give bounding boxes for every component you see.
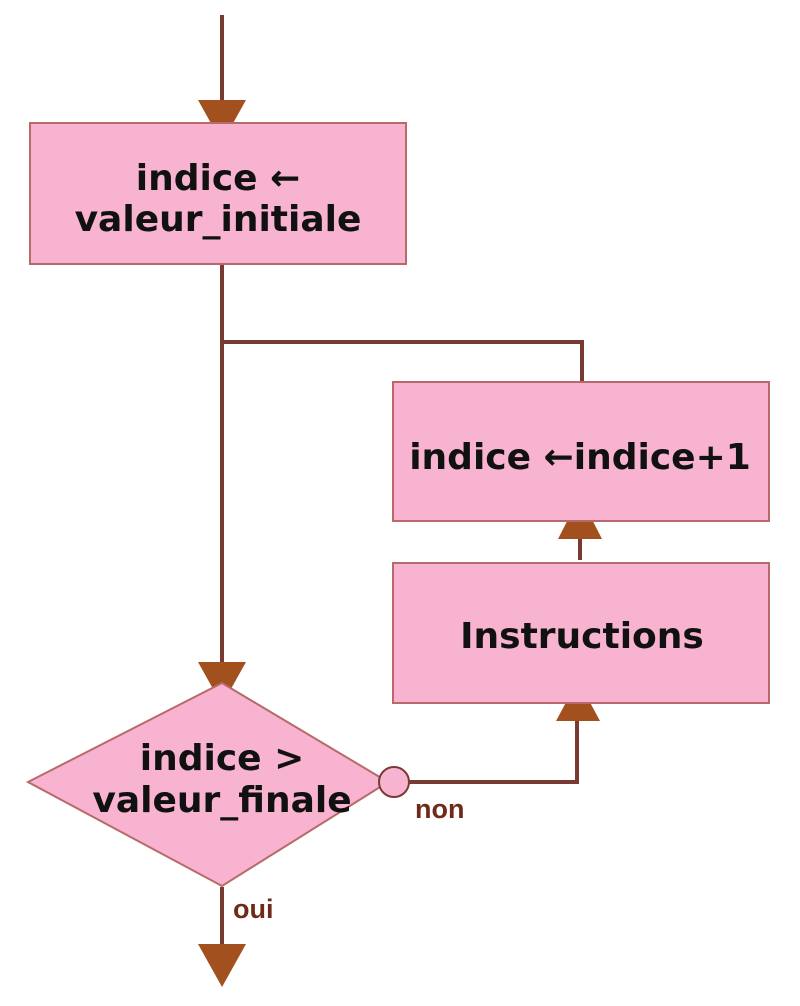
no-branch-label: non bbox=[415, 794, 464, 824]
condition-label-line2: valeur_finale bbox=[92, 780, 351, 821]
no-branch-line bbox=[409, 715, 579, 784]
connector-lines bbox=[220, 15, 584, 955]
init-label-line2: valeur_initiale bbox=[75, 199, 362, 240]
increment-box bbox=[392, 381, 770, 522]
negation-circle-icon bbox=[378, 766, 410, 798]
exit-arrow-icon bbox=[198, 944, 246, 987]
instructions-label: Instructions bbox=[460, 616, 704, 657]
init-node: indice ← valeur_initiale bbox=[29, 122, 407, 265]
entry-arrow-icon bbox=[198, 100, 246, 143]
loop-back-line bbox=[222, 340, 584, 382]
condition-diamond bbox=[25, 681, 390, 888]
yes-branch-label: oui bbox=[233, 894, 274, 924]
init-label-line1: indice ← bbox=[136, 158, 301, 199]
condition-label-line1: indice > bbox=[140, 738, 305, 779]
increment-label: indice ←indice+1 bbox=[409, 437, 751, 478]
condition-node: indice > valeur_finale bbox=[25, 681, 410, 888]
instructions-box bbox=[392, 562, 770, 704]
instructions-node: Instructions bbox=[392, 562, 770, 704]
increment-node: indice ←indice+1 bbox=[392, 381, 770, 522]
init-box bbox=[29, 122, 407, 265]
